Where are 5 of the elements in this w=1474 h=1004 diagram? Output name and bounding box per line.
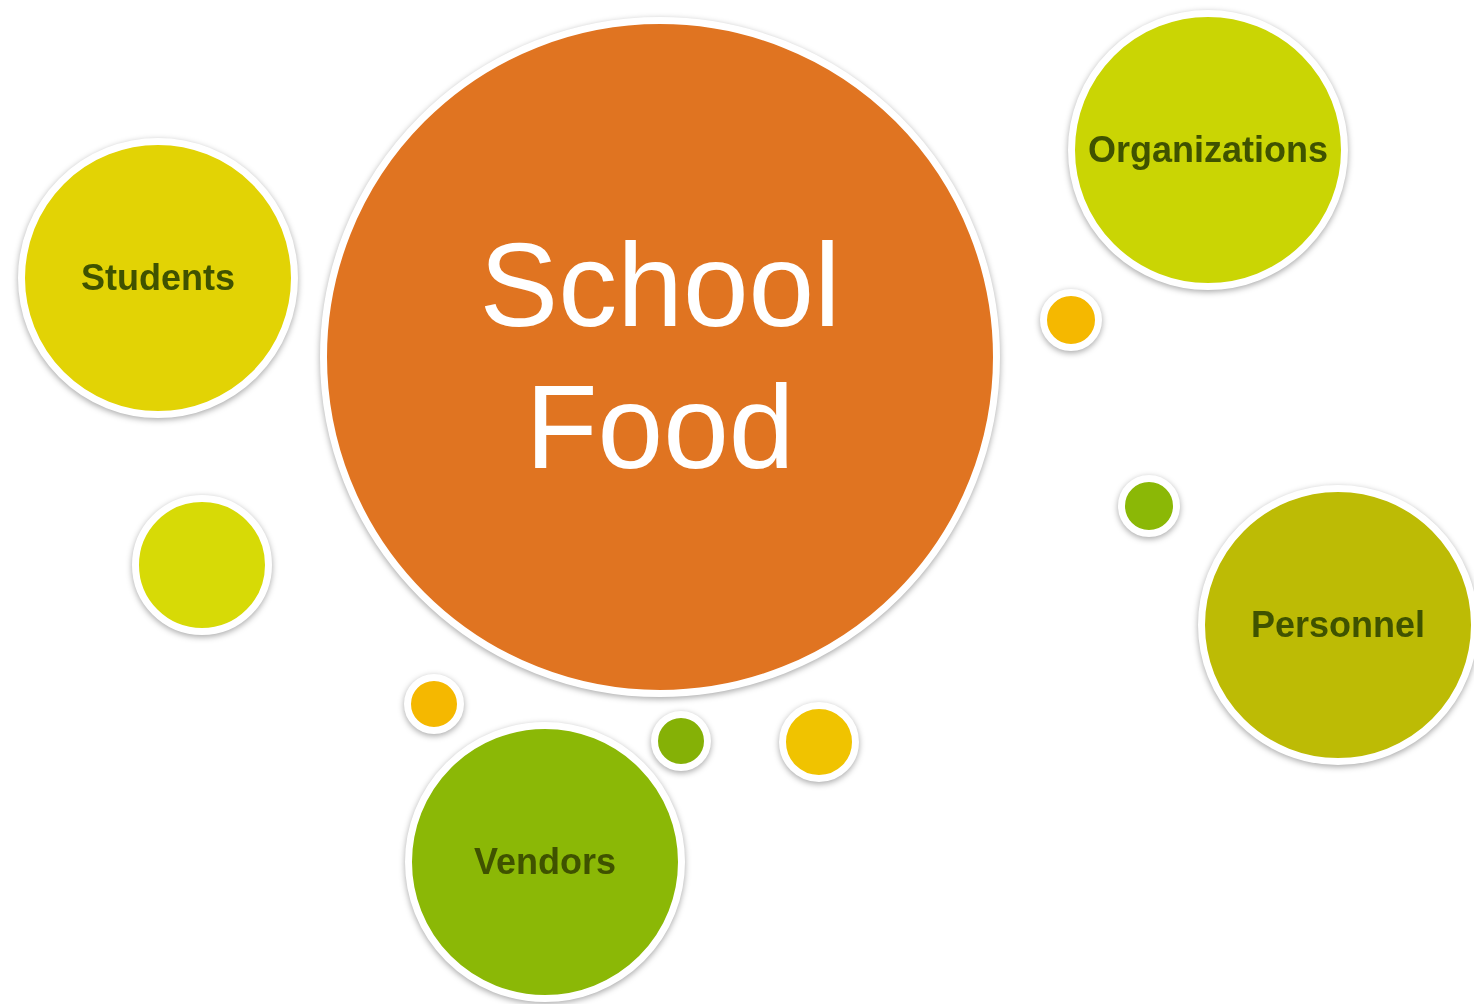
label-text: Students <box>81 257 235 299</box>
title-text: School Food <box>478 218 842 495</box>
label-text: Personnel <box>1250 604 1426 646</box>
label-text: Organizations <box>1088 129 1328 171</box>
label-text: Vendors <box>473 841 617 883</box>
